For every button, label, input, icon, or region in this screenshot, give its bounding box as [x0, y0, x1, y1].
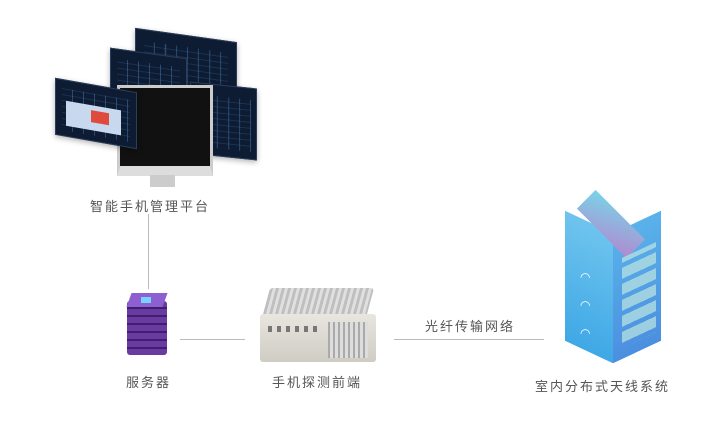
wifi-icon: ◠: [580, 326, 591, 340]
platform-label: 智能手机管理平台: [90, 200, 211, 215]
platform-server-connector: [148, 214, 149, 289]
frontend-label: 手机探测前端: [272, 376, 363, 391]
management-platform-monitors: [55, 25, 260, 190]
fiber-link-label: 光纤传输网络: [425, 320, 516, 335]
frontend-device-icon: [258, 288, 378, 368]
server-label: 服务器: [126, 376, 172, 391]
wifi-icon: ◠: [580, 298, 591, 312]
antenna-system-label: 室内分布式天线系统: [535, 380, 671, 395]
server-icon: [124, 293, 170, 357]
server-frontend-connector: [180, 339, 245, 340]
building-icon: ◠ ◠ ◠: [560, 189, 670, 364]
wifi-icon: ◠: [580, 270, 591, 284]
fiber-connector: [394, 339, 544, 340]
